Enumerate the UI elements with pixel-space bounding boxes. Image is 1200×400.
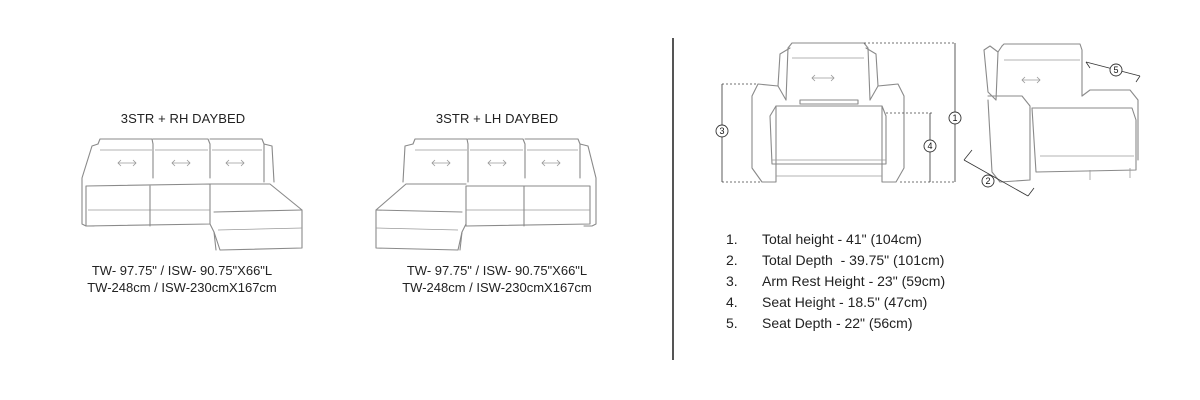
spec-item: 4. Seat Height - 18.5" (47cm) — [726, 292, 945, 313]
recliner-front-view — [751, 42, 905, 183]
dimension-spec-list: 1. Total height - 41" (104cm) 2. Total Dep… — [726, 229, 945, 334]
spec-item: 1. Total height - 41" (104cm) — [726, 229, 945, 250]
config-rh-dims-metric: TW-248cm / ISW-230cmX167cm — [87, 280, 277, 295]
spec-number: 5. — [726, 315, 738, 331]
spec-item: 3. Arm Rest Height - 23" (59cm) — [726, 271, 945, 292]
section-divider — [672, 38, 674, 360]
config-lh-dims-metric: TW-248cm / ISW-230cmX167cm — [402, 280, 592, 295]
dimension-marker-4: 4 — [923, 139, 937, 153]
spec-number: 4. — [726, 294, 738, 310]
sofa-rh-daybed-outline — [81, 138, 303, 251]
dimension-marker-label: 1 — [952, 113, 957, 123]
config-lh-title: 3STR + LH DAYBED — [435, 111, 559, 126]
dimension-marker-3: 3 — [715, 124, 729, 138]
dimension-marker-label: 2 — [985, 176, 990, 186]
dimension-marker-2: 2 — [981, 174, 995, 188]
config-rh-dims-imperial: TW- 97.75" / ISW- 90.75"X66"L — [91, 263, 273, 278]
config-rh-dimensions: TW- 97.75" / ISW- 90.75"X66"L TW-248cm /… — [52, 262, 312, 296]
dimension-marker-label: 5 — [1113, 65, 1118, 75]
dimension-marker-1: 1 — [948, 111, 962, 125]
recliner-side-view — [983, 43, 1139, 183]
spec-item: 2. Total Depth - 39.75" (101cm) — [726, 250, 945, 271]
dimension-lines — [721, 42, 1141, 197]
sofa-lh-daybed-outline — [375, 138, 597, 251]
spec-text: Total height - 41" (104cm) — [762, 231, 922, 247]
config-lh-dimensions: TW- 97.75" / ISW- 90.75"X66"L TW-248cm /… — [367, 262, 627, 296]
spec-text: Arm Rest Height - 23" (59cm) — [762, 273, 946, 289]
spec-text: Seat Height - 18.5" (47cm) — [762, 294, 928, 310]
spec-item: 5. Seat Depth - 22" (56cm) — [726, 313, 945, 334]
config-rh-title: 3STR + RH DAYBED — [120, 111, 246, 126]
spec-text: Total Depth - 39.75" (101cm) — [762, 252, 945, 268]
spec-number: 3. — [726, 273, 738, 289]
dimension-marker-5: 5 — [1109, 63, 1123, 77]
dimension-marker-label: 3 — [719, 126, 724, 136]
dimension-marker-label: 4 — [927, 141, 932, 151]
config-lh-dims-imperial: TW- 97.75" / ISW- 90.75"X66"L — [406, 263, 588, 278]
spec-number: 1. — [726, 231, 738, 247]
spec-number: 2. — [726, 252, 738, 268]
spec-text: Seat Depth - 22" (56cm) — [762, 315, 913, 331]
